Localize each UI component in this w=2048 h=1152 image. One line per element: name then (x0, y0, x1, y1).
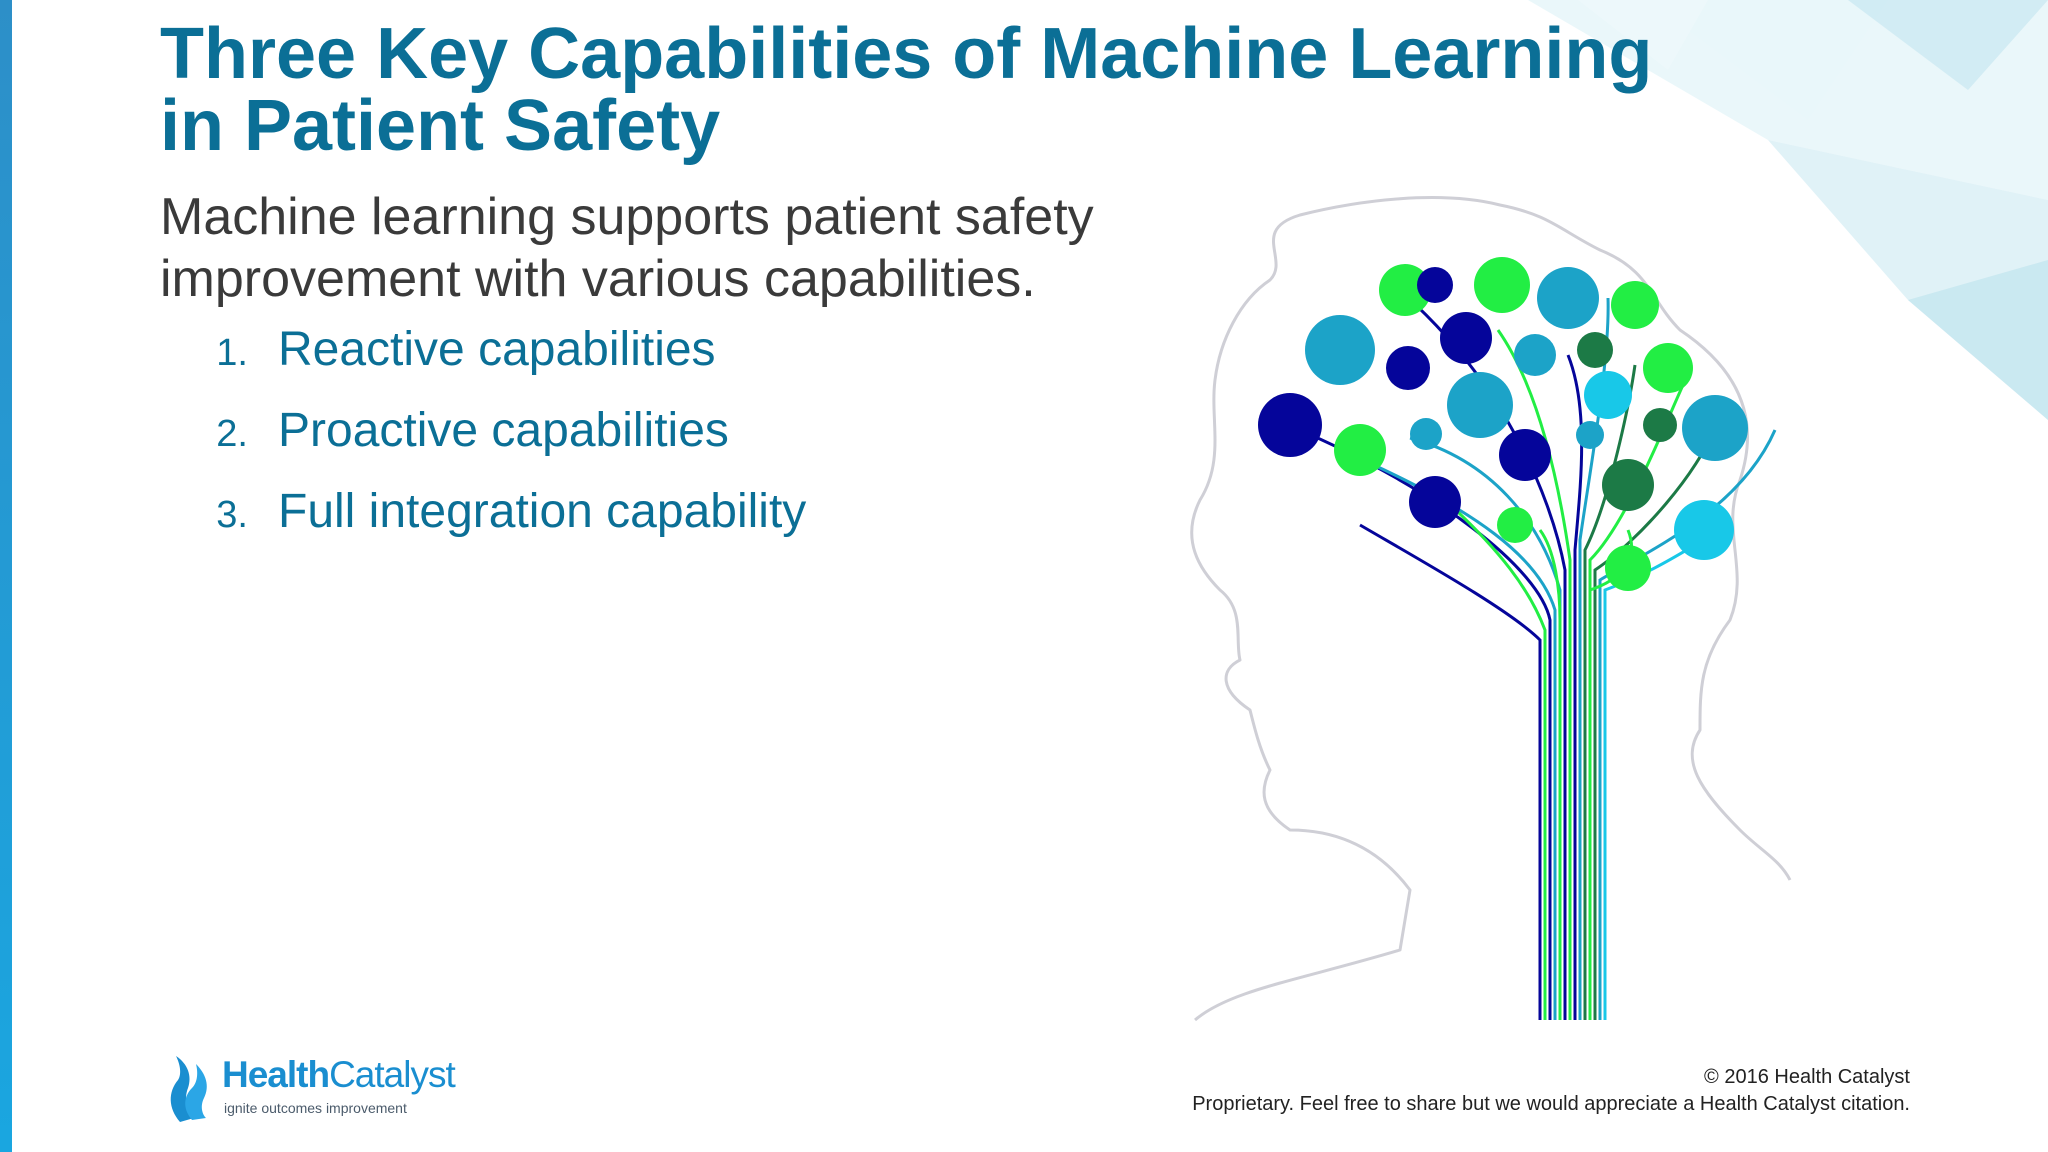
list-item-number: 1. (216, 332, 248, 374)
footer: © 2016 Health Catalyst Proprietary. Feel… (1192, 1064, 1910, 1118)
logo-wordmark-catalyst: Catalyst (329, 1054, 456, 1095)
logo-tagline: ignite outcomes improvement (224, 1100, 407, 1116)
subtitle-line-1: Machine learning supports patient safety (160, 188, 1094, 246)
footer-notice: Proprietary. Feel free to share but we w… (1192, 1093, 1910, 1115)
head-brain-tree-icon (1190, 196, 1792, 1022)
left-accent-bar (0, 0, 12, 1152)
subtitle-line-2: improvement with various capabilities. (160, 250, 1036, 308)
health-catalyst-logo: HealthCatalyst ignite outcomes improveme… (166, 1048, 476, 1128)
list-item-number: 3. (216, 494, 248, 536)
list-item-number: 2. (216, 413, 248, 455)
list-item-label: Proactive capabilities (278, 404, 729, 457)
capabilities-list: 1. Reactive capabilities 2. Proactive ca… (160, 322, 806, 565)
flame-logo-icon (170, 1056, 207, 1122)
logo-wordmark-health: Health (222, 1054, 330, 1095)
list-item: 3. Full integration capability (160, 484, 806, 565)
title-line-2: in Patient Safety (160, 86, 721, 166)
list-item: 1. Reactive capabilities (160, 322, 806, 403)
list-item: 2. Proactive capabilities (160, 403, 806, 484)
logo-wordmark: HealthCatalyst (222, 1054, 456, 1096)
list-item-label: Reactive capabilities (278, 323, 716, 376)
background-polygon-pattern (1528, 0, 2048, 420)
list-item-label: Full integration capability (278, 485, 807, 538)
slide-title: Three Key Capabilities of Machine Learni… (160, 18, 1880, 162)
title-line-1: Three Key Capabilities of Machine Learni… (160, 14, 1653, 94)
footer-copyright: © 2016 Health Catalyst (1704, 1066, 1910, 1088)
slide-subtitle: Machine learning supports patient safety… (160, 186, 1180, 310)
